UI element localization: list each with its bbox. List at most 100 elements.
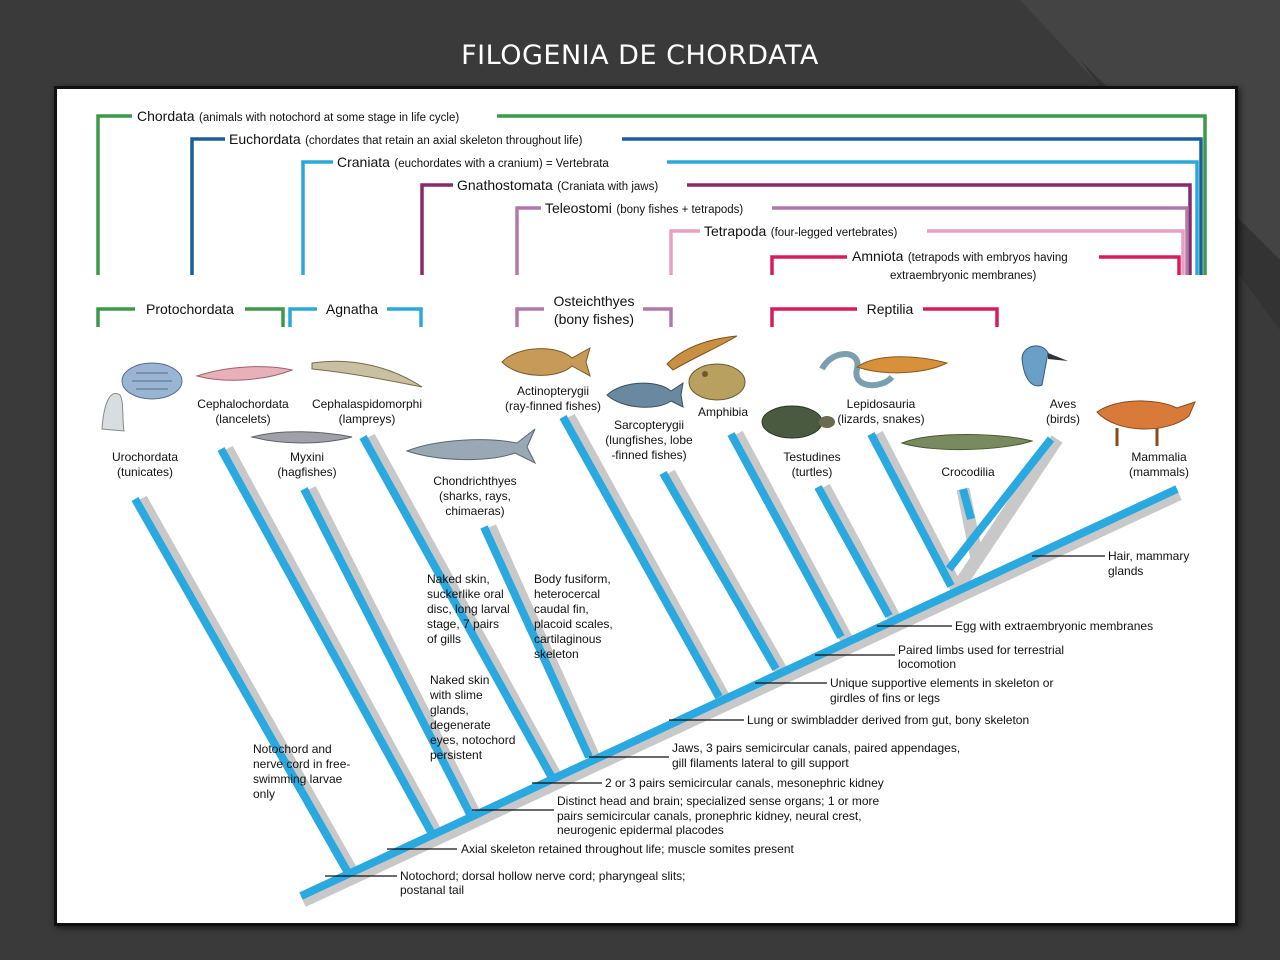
taxon-lepidosauria-common: (lizards, snakes) <box>837 412 924 426</box>
taxon-amphibia: Amphibia <box>698 405 748 419</box>
tunicate-icon <box>101 362 183 432</box>
note-lamprey-1: Naked skin, <box>427 572 490 586</box>
snake-icon <box>819 351 895 389</box>
taxon-cephalochordata: Cephalochordata <box>197 397 289 411</box>
syn-limbs-2: locomotion <box>898 657 956 671</box>
branch-notes: Notochord and nerve cord in free- swimmi… <box>253 572 613 801</box>
kingfisher-icon <box>1021 345 1068 387</box>
syn-jaws-2: gill filaments lateral to gill support <box>672 756 849 770</box>
tree-branches <box>131 413 1182 907</box>
note-shark-5: cartilaginous <box>534 632 601 646</box>
phylogeny-figure: Chordata (animals with notochord at some… <box>54 86 1238 926</box>
clade-label-craniata: Craniata (euchordates with a cranium) = … <box>337 154 609 171</box>
note-shark-1: Body fusiform, <box>534 572 611 586</box>
syn-notochord-1: Notochord; dorsal hollow nerve cord; pha… <box>400 869 685 883</box>
taxon-cephalochordata-common: (lancelets) <box>215 412 270 426</box>
clade-brackets <box>96 114 1207 275</box>
taxon-urochordata-common: (tunicates) <box>117 465 173 479</box>
lamprey-icon <box>311 360 423 388</box>
syn-axial-1: Axial skeleton retained throughout life;… <box>461 842 795 856</box>
note-lamprey-5: of gills <box>427 632 461 646</box>
taxon-actinopterygii: Actinopterygii <box>517 384 589 398</box>
note-lamprey-2: suckerlike oral <box>427 587 504 601</box>
syn-egg-1: Egg with extraembryonic membranes <box>955 619 1153 633</box>
group-brackets <box>96 307 999 327</box>
syn-skeleton-2: girdles of fins or legs <box>830 691 940 705</box>
taxon-mammalia: Mammalia <box>1131 450 1187 464</box>
note-hagfish-3: glands, <box>430 703 469 717</box>
syn-notochord-2: postanal tail <box>400 883 464 897</box>
hagfish-icon <box>250 431 353 444</box>
note-lamprey-3: disc, long larval <box>427 602 510 616</box>
clade-label-euchordata: Euchordata (chordates that retain an axi… <box>229 131 583 148</box>
note-shark-2: heterocercal <box>534 587 600 601</box>
taxon-cephalaspidomorphi-common: (lampreys) <box>339 412 396 426</box>
note-urochordata-2: nerve cord in free- <box>253 757 350 771</box>
group-label-reptilia: Reptilia <box>867 301 914 317</box>
group-label-agnatha: Agnatha <box>326 301 378 317</box>
syn-limbs-1: Paired limbs used for terrestrial <box>898 643 1064 657</box>
note-shark-4: placoid scales, <box>534 617 613 631</box>
syn-lung-1: Lung or swimbladder derived from gut, bo… <box>747 713 1029 727</box>
syn-canals-1: 2 or 3 pairs semicircular canals, mesone… <box>605 776 884 790</box>
note-hagfish-1: Naked skin <box>430 673 489 687</box>
note-lamprey-4: stage, 7 pairs <box>427 617 499 631</box>
taxon-myxini: Myxini <box>290 450 324 464</box>
taxon-testudines-common: (turtles) <box>792 465 833 479</box>
taxon-chondrichthyes: Chondrichthyes <box>433 474 516 488</box>
animal-icons <box>101 335 1196 465</box>
taxon-myxini-common: (hagfishes) <box>277 465 336 479</box>
note-shark-6: skeleton <box>534 647 579 661</box>
clade-label-tetrapoda: Tetrapoda (four-legged vertebrates) <box>704 223 897 240</box>
coelacanth-icon <box>606 381 684 408</box>
group-label-osteichthyes-sub: (bony fishes) <box>554 311 634 327</box>
taxon-actinopterygii-common: (ray-finned fishes) <box>505 399 601 413</box>
taxon-sarcopterygii-common: (lungfishes, lobe <box>605 433 693 447</box>
note-hagfish-6: persistent <box>430 748 483 762</box>
note-urochordata-1: Notochord and <box>253 742 332 756</box>
fox-icon <box>1096 400 1196 446</box>
note-urochordata-4: only <box>253 787 275 801</box>
taxon-crocodilia: Crocodilia <box>941 465 995 479</box>
taxon-mammalia-common: (mammals) <box>1129 465 1189 479</box>
taxon-sarcopterygii: Sarcopterygii <box>614 418 684 432</box>
salamander-icon <box>666 335 738 371</box>
group-label-protochordata: Protochordata <box>146 301 234 317</box>
cladogram: Chordata (animals with notochord at some… <box>96 108 1207 907</box>
shark-icon <box>405 428 537 465</box>
taxon-aves-common: (birds) <box>1046 412 1080 426</box>
frog-icon <box>688 363 746 401</box>
taxon-aves: Aves <box>1050 397 1076 411</box>
clade-labels: Chordata (animals with notochord at some… <box>137 108 1068 282</box>
lizard-icon <box>855 356 949 374</box>
turtle-icon <box>761 405 835 439</box>
syn-head-3: neurogenic epidermal placodes <box>557 823 724 837</box>
syn-skeleton-1: Unique supportive elements in skeleton o… <box>830 676 1053 690</box>
taxon-labels: Urochordata (tunicates) Cephalochordata … <box>112 384 1189 518</box>
syn-head-1: Distinct head and brain; specialized sen… <box>557 794 880 808</box>
slide-title: FILOGENIA DE CHORDATA <box>461 40 819 71</box>
note-hagfish-2: with slime <box>429 688 483 702</box>
clade-label-teleostomi: Teleostomi (bony fishes + tetrapods) <box>545 200 743 217</box>
syn-jaws-1: Jaws, 3 pairs semicircular canals, paire… <box>672 741 960 755</box>
taxon-testudines: Testudines <box>783 450 840 464</box>
note-shark-3: caudal fin, <box>534 602 589 616</box>
clade-label-amniota-line2: extraembryonic membranes) <box>890 270 1037 282</box>
note-hagfish-5: eyes, notochord <box>430 733 515 747</box>
syn-hair-1: Hair, mammary <box>1108 549 1189 563</box>
taxon-chondrichthyes-common: (sharks, rays, <box>439 489 511 503</box>
group-label-osteichthyes: Osteichthyes <box>554 293 635 309</box>
group-labels: Protochordata Agnatha Osteichthyes (bony… <box>146 293 914 327</box>
taxon-cephalaspidomorphi: Cephalaspidomorphi <box>312 397 422 411</box>
lancelet-icon <box>195 366 294 381</box>
clade-label-amniota: Amniota (tetrapods with embryos having <box>852 248 1068 265</box>
taxon-lepidosauria: Lepidosauria <box>847 397 916 411</box>
taxon-chondrichthyes-common2: chimaeras) <box>445 504 504 518</box>
taxon-urochordata: Urochordata <box>112 450 178 464</box>
syn-head-2: pairs semicircular canals, pronephric ki… <box>557 809 862 823</box>
synapomorphy-leaders <box>325 555 1105 877</box>
clade-label-gnathostomata: Gnathostomata (Craniata with jaws) <box>457 177 658 194</box>
perch-icon <box>501 346 591 378</box>
crocodile-icon <box>900 434 1034 451</box>
note-hagfish-4: degenerate <box>430 718 491 732</box>
